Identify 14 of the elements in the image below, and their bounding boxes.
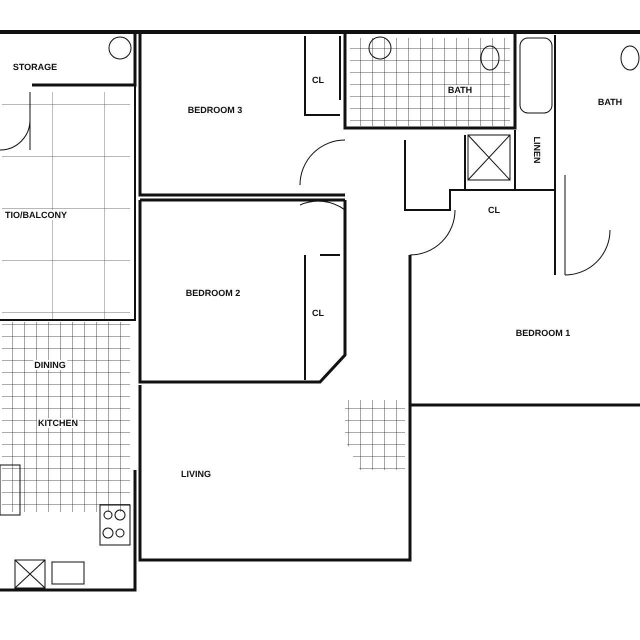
room-label: BEDROOM 2 <box>184 288 242 298</box>
room-label: DINING <box>33 360 67 370</box>
room-label: LIVING <box>180 469 212 479</box>
closet-label: CL <box>311 308 325 318</box>
closet-label: LINEN <box>531 136 543 164</box>
closet-label: CL <box>311 75 325 85</box>
room-label: BATH <box>596 97 624 107</box>
room-label: TIO/BALCONY <box>4 210 68 220</box>
room-label: BATH <box>446 85 474 95</box>
closet-label: CL <box>487 205 501 215</box>
room-label: BEDROOM 3 <box>186 105 244 115</box>
room-label: STORAGE <box>12 62 58 72</box>
room-label: KITCHEN <box>37 418 79 428</box>
room-label: BEDROOM 1 <box>514 328 572 338</box>
